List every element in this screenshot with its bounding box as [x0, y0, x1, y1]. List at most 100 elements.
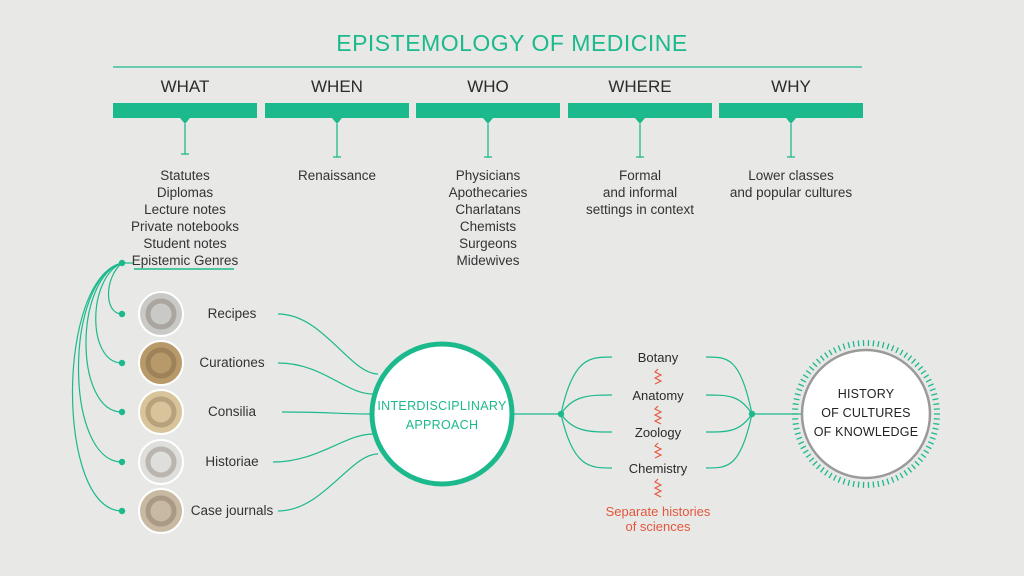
- epistemic-genres-label: Epistemic Genres: [131, 253, 239, 268]
- source-consilia: Consilia: [207, 404, 257, 419]
- source-link: [277, 313, 379, 375]
- history-sunburst-tick: [920, 453, 927, 459]
- history-sunburst-tick: [800, 445, 807, 450]
- history-cultures-label: HISTORY OF CULTURES OF KNOWLEDGE: [801, 385, 931, 442]
- what-items: Statutes Diplomas Lecture notes Private …: [105, 167, 265, 269]
- science-chemistry: Chemistry: [628, 461, 688, 476]
- source-thumbnail: [138, 439, 184, 485]
- history-sunburst-tick: [800, 378, 807, 383]
- what-item: Lecture notes: [144, 202, 226, 217]
- genre-node: [118, 310, 126, 318]
- history-sunburst-tick: [923, 449, 930, 454]
- why-items: Lower classes and popular cultures: [711, 167, 871, 201]
- history-sunburst-tick: [911, 358, 916, 364]
- history-sunburst-tick: [812, 362, 818, 368]
- history-sunburst-tick: [890, 345, 895, 352]
- source-case-journals: Case journals: [190, 503, 274, 518]
- column-bar-notch: [180, 118, 190, 124]
- genre-fan-curve: [71, 262, 123, 512]
- column-bar-notch: [483, 118, 493, 124]
- what-item: Diplomas: [156, 185, 214, 200]
- history-sunburst-tick: [842, 478, 846, 485]
- history-sunburst-tick: [933, 403, 940, 406]
- science-left-branch: [560, 413, 613, 433]
- history-sunburst-tick: [931, 392, 938, 396]
- history-sunburst-tick: [792, 403, 799, 406]
- history-sunburst-tick: [828, 349, 833, 356]
- history-sunburst-tick: [927, 441, 934, 445]
- source-thumbnail: [138, 340, 184, 386]
- history-sunburst-tick: [812, 460, 818, 466]
- history-sunburst-tick: [847, 342, 851, 349]
- science-anatomy: Anatomy: [632, 388, 684, 403]
- history-sunburst-tick: [890, 476, 895, 483]
- science-botany: Botany: [637, 350, 679, 365]
- history-sunburst-tick: [872, 481, 875, 488]
- history-sunburst-tick: [927, 383, 934, 387]
- when-items: Renaissance: [257, 167, 417, 184]
- history-sunburst-tick: [852, 341, 855, 348]
- where-item: settings in context: [585, 202, 695, 217]
- history-sunburst-tick: [903, 470, 908, 476]
- column-bar-notch: [786, 118, 796, 124]
- history-sunburst-tick: [808, 365, 815, 371]
- history-sunburst-tick: [899, 472, 904, 479]
- history-sunburst-tick: [877, 480, 880, 487]
- heading-what: WHAT: [160, 77, 210, 96]
- history-sunburst-tick: [837, 476, 842, 483]
- genre-node: [118, 458, 126, 466]
- separator-zigzag: [653, 368, 663, 385]
- history-sunburst-tick: [907, 355, 913, 361]
- genre-node: [118, 408, 126, 416]
- history-sunburst-tick: [798, 383, 805, 387]
- history-sunburst-tick: [917, 457, 924, 463]
- history-sunburst-tick: [881, 342, 885, 349]
- history-sunburst-tick: [886, 343, 890, 350]
- history-sunburst-tick: [903, 352, 908, 358]
- heading-when: WHEN: [311, 77, 363, 96]
- history-sunburst-tick: [929, 436, 936, 440]
- center-line1: INTERDISCIPLINARY: [377, 399, 507, 413]
- history-sunburst-tick: [808, 457, 815, 463]
- source-link: [272, 433, 374, 463]
- who-item: Surgeons: [459, 236, 517, 251]
- source-thumbnail: [138, 291, 184, 337]
- history-sunburst-tick: [798, 441, 805, 445]
- separator-zigzag: [653, 405, 663, 425]
- science-left-branch: [560, 356, 613, 415]
- history-sunburst-tick: [895, 474, 900, 481]
- history-sunburst-tick: [925, 378, 932, 383]
- science-left-branch: [560, 413, 613, 469]
- history-sunburst-tick: [920, 369, 927, 375]
- separate-histories-label: Separate histories of sciences: [588, 504, 728, 534]
- source-thumbnail: [138, 389, 184, 435]
- history-sunburst-tick: [886, 478, 890, 485]
- science-right-branch: [705, 413, 753, 469]
- who-item: Apothecaries: [448, 185, 528, 200]
- source-thumbnail-detail: [145, 347, 177, 379]
- history-line3: OF KNOWLEDGE: [813, 425, 919, 439]
- when-item: Renaissance: [297, 168, 377, 183]
- history-sunburst-tick: [847, 479, 851, 486]
- history-sunburst-tick: [911, 464, 916, 470]
- who-items: Physicians Apothecaries Charlatans Chemi…: [408, 167, 568, 269]
- history-sunburst-tick: [816, 358, 821, 364]
- where-item: and informal: [602, 185, 678, 200]
- history-sunburst-tick: [917, 365, 924, 371]
- heading-where: WHERE: [608, 77, 672, 96]
- what-item: Statutes: [160, 168, 210, 183]
- source-thumbnail-detail: [145, 298, 177, 330]
- source-recipes: Recipes: [207, 306, 257, 321]
- genre-fan-curve: [85, 262, 123, 413]
- column-bar: [568, 103, 712, 118]
- history-sunburst-tick: [802, 374, 809, 379]
- history-sunburst-tick: [824, 470, 829, 476]
- history-sunburst-tick: [805, 453, 812, 459]
- history-sunburst-tick: [793, 427, 800, 431]
- history-sunburst-tick: [842, 343, 846, 350]
- who-item: Physicians: [455, 168, 521, 183]
- history-sunburst-tick: [796, 388, 803, 392]
- center-line2: APPROACH: [405, 418, 479, 432]
- history-sunburst-tick: [832, 474, 837, 481]
